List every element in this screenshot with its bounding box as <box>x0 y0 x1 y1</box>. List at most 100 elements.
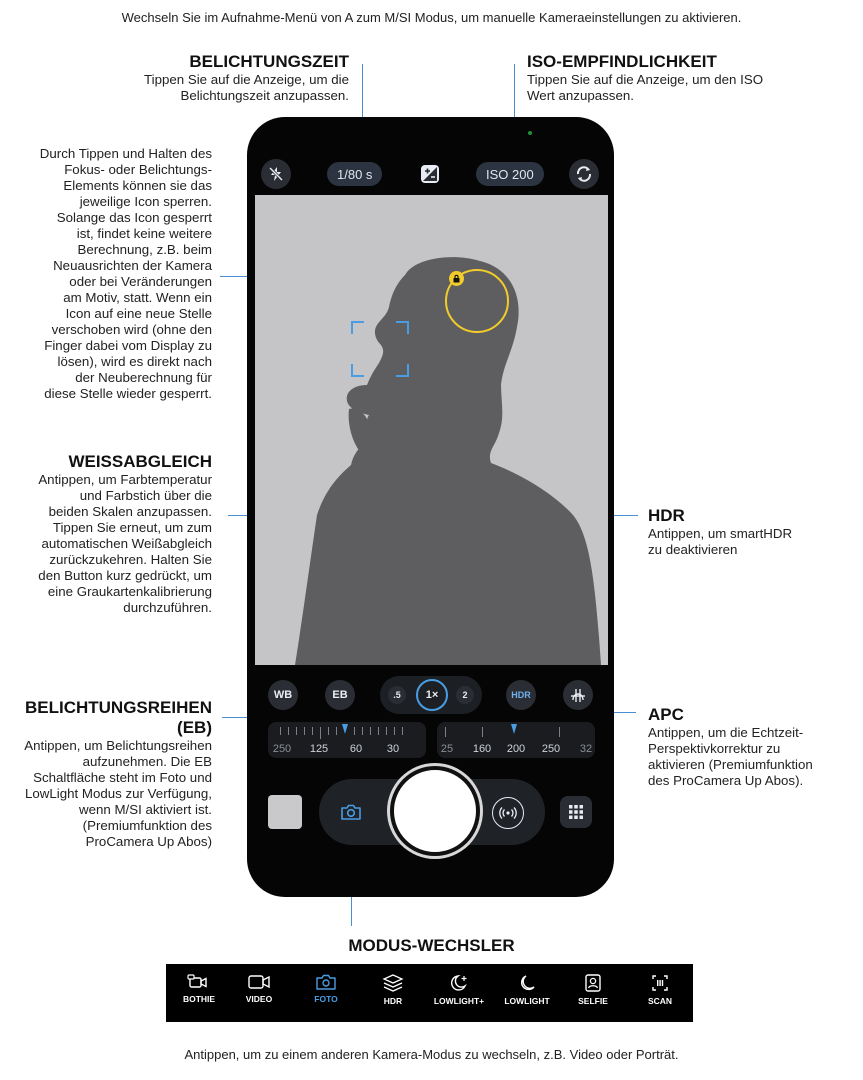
hdr-layers-icon <box>382 974 404 992</box>
bottom-instruction: Antippen, um zu einem anderen Kamera-Mod… <box>184 1047 679 1062</box>
mode-video[interactable]: VIDEO <box>226 964 292 1022</box>
mode-foto[interactable]: FOTO <box>293 964 359 1022</box>
shutter-speed-scale[interactable]: 250 125 60 30 <box>268 722 426 758</box>
exposure-compensation-button[interactable] <box>415 159 445 189</box>
mode-label: SELFIE <box>578 996 608 1006</box>
annotation-text: Icon auf eine neue Stelle <box>65 306 212 321</box>
photo-mode-button[interactable] <box>337 800 365 824</box>
mode-label: FOTO <box>314 994 338 1004</box>
menu-button[interactable] <box>560 796 592 828</box>
annotation-text: ProCamera Up Abos) <box>85 834 212 849</box>
connector-line <box>514 64 515 164</box>
annotation-modus: MODUS-WECHSLER <box>0 936 863 956</box>
mode-hdr[interactable]: HDR <box>360 964 426 1022</box>
annotation-text: (Premiumfunktion des <box>82 818 212 833</box>
annotation-text: Berechnung, z.B. beim <box>77 242 212 257</box>
annotation-text: Antippen, um Belichtungsreihen <box>24 738 212 753</box>
scale-label: 25 <box>440 743 454 755</box>
annotation-text: den Button kurz gedrückt, um <box>38 568 212 583</box>
annotation-apc: APC Antippen, um die Echtzeit- Perspekti… <box>648 705 853 789</box>
annotation-text: Tippen Sie erneut, um zum <box>52 520 212 535</box>
annotation-text: aufzunehmen. Die EB <box>82 754 212 769</box>
shutter-button[interactable] <box>390 766 480 856</box>
scale-label: 160 <box>472 743 492 755</box>
hdr-button[interactable]: HDR <box>506 680 536 710</box>
camera-indicator <box>528 131 532 135</box>
photo-icon <box>316 974 336 990</box>
bothie-icon <box>187 974 207 988</box>
annotation-text: Wert anzupassen. <box>527 88 634 103</box>
mode-scan[interactable]: SCAN <box>627 964 693 1022</box>
annotation-title: (EB) <box>177 718 212 737</box>
apc-button[interactable] <box>563 680 593 710</box>
zoom-0-5-button[interactable]: .5 <box>388 686 406 704</box>
connector-line <box>362 64 363 164</box>
grid-menu-icon <box>569 805 583 819</box>
annotation-text: und Farbstich über die <box>79 488 212 503</box>
mode-label: SCAN <box>647 996 673 1006</box>
mode-label: VIDEO <box>245 994 273 1004</box>
shutter-scale-marker <box>342 724 348 734</box>
annotation-text: lösen), wird es direkt nach <box>57 354 212 369</box>
annotation-text: Tippen Sie auf die Anzeige, um die <box>143 72 349 87</box>
annotation-text: Schaltfläche steht im Foto und <box>33 770 212 785</box>
annotation-title: WEISSABGLEICH <box>68 452 212 471</box>
annotation-text: Finger dabei vom Display zu <box>44 338 212 353</box>
camera-icon <box>341 804 361 820</box>
scale-label: 125 <box>309 743 329 755</box>
mode-selfie[interactable]: SELFIE <box>560 964 626 1022</box>
annotation-text: Antippen, um smartHDR <box>648 526 793 541</box>
annotation-title: APC <box>648 705 684 724</box>
flash-off-icon <box>268 166 284 182</box>
zoom-2x-button[interactable]: 2 <box>456 686 474 704</box>
zoom-1x-button[interactable]: 1× <box>416 679 448 711</box>
annotation-text: am Motiv, statt. Wenn ein <box>63 290 212 305</box>
annotation-text: zu deaktivieren <box>648 542 738 557</box>
gallery-thumbnail[interactable] <box>268 795 302 829</box>
annotation-text: Neuausrichten der Kamera <box>53 258 212 273</box>
zoom-selector: .5 1× 2 <box>380 676 482 714</box>
exposure-bracketing-button[interactable]: EB <box>325 680 355 710</box>
annotation-text: automatischen Weißabgleich <box>41 536 213 551</box>
shutter-speed-button[interactable]: 1/80 s <box>327 162 383 186</box>
apc-icon <box>571 689 585 702</box>
annotation-text: Durch Tippen und Halten des <box>39 146 212 161</box>
moon-plus-icon <box>450 975 467 991</box>
mode-label: BOTHIE <box>182 994 216 1004</box>
viewfinder[interactable] <box>255 195 608 665</box>
phone-screen: 1/80 s ISO 200 <box>247 117 614 897</box>
annotation-text: verschoben wird (ohne den <box>51 322 212 337</box>
annotation-text: oder bei Veränderungen <box>69 274 212 289</box>
flash-off-button[interactable] <box>261 159 291 189</box>
switch-camera-button[interactable] <box>569 159 599 189</box>
annotation-text: LowLight Modus zur Verfügung, <box>24 786 212 801</box>
live-photo-button[interactable] <box>492 797 524 829</box>
annotation-text: wenn M/SI aktiviert ist. <box>78 802 212 817</box>
annotation-title: ISO-EMPFINDLICHKEIT <box>527 52 717 71</box>
scale-label: 250 <box>541 743 561 755</box>
annotation-lock: Durch Tippen und Halten des Fokus- oder … <box>8 146 212 402</box>
annotation-belichtungszeit: BELICHTUNGSZEIT Tippen Sie auf die Anzei… <box>80 52 349 104</box>
annotation-weissabgleich: WEISSABGLEICH Antippen, um Farbtemperatu… <box>8 452 212 616</box>
iso-scale-marker <box>511 724 517 734</box>
exposure-compensation-icon <box>421 165 439 183</box>
annotation-iso: ISO-EMPFINDLICHKEIT Tippen Sie auf die A… <box>527 52 827 104</box>
annotation-text: jeweilige Icon sperren. <box>79 194 212 209</box>
mode-bothie[interactable]: BOTHIE <box>166 964 232 1022</box>
mode-lowlight[interactable]: LOWLIGHT <box>494 964 560 1022</box>
annotation-text: Fokus- oder Belichtungs- <box>64 162 212 177</box>
annotation-title: BELICHTUNGSREIHEN <box>24 698 212 717</box>
annotation-text: Perspektivkorrektur zu <box>648 741 781 756</box>
scale-label: 250 <box>272 743 292 755</box>
lock-icon <box>449 271 464 286</box>
video-icon <box>248 975 270 989</box>
exposure-indicator[interactable] <box>445 269 509 333</box>
white-balance-button[interactable]: WB <box>268 680 298 710</box>
iso-button[interactable]: ISO 200 <box>476 162 544 186</box>
focus-indicator[interactable] <box>351 321 409 377</box>
annotation-text: beiden Skalen anzupassen. <box>48 504 212 519</box>
iso-scale[interactable]: 25 160 200 250 32 <box>437 722 595 758</box>
mode-lowlight-plus[interactable]: LOWLIGHT+ <box>426 964 492 1022</box>
mode-label: LOWLIGHT <box>504 996 550 1006</box>
switch-camera-icon <box>576 166 592 182</box>
